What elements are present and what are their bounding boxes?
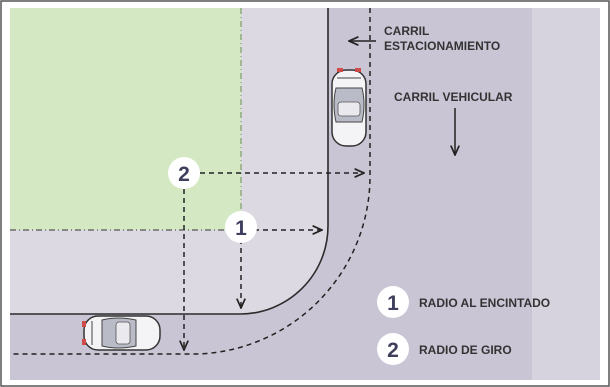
parking-lane-label-line1: CARRIL (384, 24, 429, 38)
turn-radius-marker: 2 (168, 157, 200, 189)
curb-line (10, 8, 329, 315)
turn-radius-number: 2 (178, 163, 190, 186)
parking-lane-label-line2: ESTACIONAMIENTO (384, 39, 500, 53)
legend-item-curb: 1 RADIO AL ENCINTADO (377, 286, 550, 318)
green-lot (10, 8, 241, 230)
legend-text: RADIO DE GIRO (419, 343, 512, 357)
vehicle-lane-label: CARRIL VEHICULAR (394, 90, 513, 104)
road-surface (10, 8, 600, 380)
legend: 1 RADIO AL ENCINTADO 2 RADIO DE GIRO (377, 286, 550, 365)
legend-text: RADIO AL ENCINTADO (419, 296, 550, 310)
legend-number: 2 (387, 339, 399, 362)
curb-radius-marker: 1 (225, 211, 257, 243)
legend-item-turn: 2 RADIO DE GIRO (377, 333, 512, 365)
right-lane-strip (532, 8, 600, 380)
car-icon (82, 315, 161, 351)
turning-path (10, 8, 371, 355)
car-icon (331, 68, 367, 147)
legend-number: 1 (387, 292, 399, 315)
curb-radius-number: 1 (235, 217, 247, 240)
